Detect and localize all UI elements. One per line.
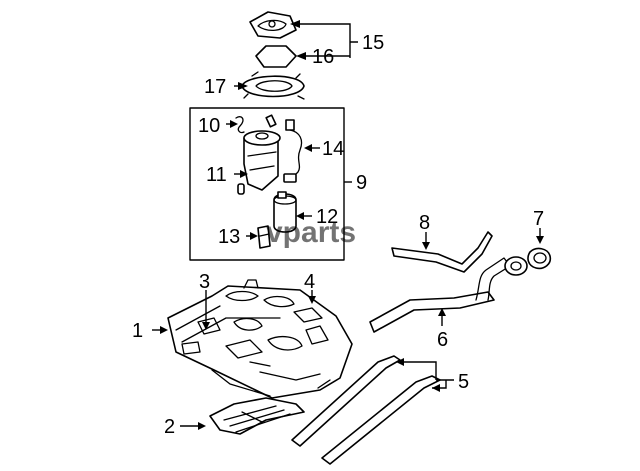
callout-12: 12 [316, 206, 338, 228]
filler-breather-hose [391, 231, 493, 273]
callout-17: 17 [204, 76, 226, 98]
fuel-filter [273, 191, 297, 233]
callout-15: 15 [362, 32, 384, 54]
leader-15 [296, 23, 358, 58]
callout-3: 3 [199, 271, 210, 293]
callout-13: 13 [218, 226, 240, 248]
wiring-harness [283, 129, 303, 183]
callout-1: 1 [132, 320, 143, 342]
pump-gasket [255, 45, 297, 68]
callout-5: 5 [458, 371, 469, 393]
pressure-regulator [257, 225, 271, 249]
callout-6: 6 [437, 329, 448, 351]
watermark-logo: vparts [266, 216, 356, 249]
pump-cover-plate [249, 11, 297, 39]
fuel-tank [167, 279, 353, 399]
callout-16: 16 [312, 46, 334, 68]
callout-8: 8 [419, 212, 430, 234]
callout-11: 11 [206, 164, 227, 186]
fuel-filler-cap [527, 247, 552, 270]
tank-strap-right [321, 375, 441, 465]
fuel-pump-assembly [237, 130, 281, 195]
callout-4: 4 [304, 271, 315, 293]
hose-clip [235, 116, 245, 134]
lock-ring [241, 71, 305, 100]
callout-14: 14 [322, 138, 344, 160]
fuel-filler-pipe [369, 256, 528, 333]
tank-heat-shield [209, 397, 305, 435]
callout-2: 2 [164, 416, 175, 438]
callout-10: 10 [198, 115, 220, 137]
callout-7: 7 [533, 208, 544, 230]
callout-9: 9 [356, 172, 367, 194]
